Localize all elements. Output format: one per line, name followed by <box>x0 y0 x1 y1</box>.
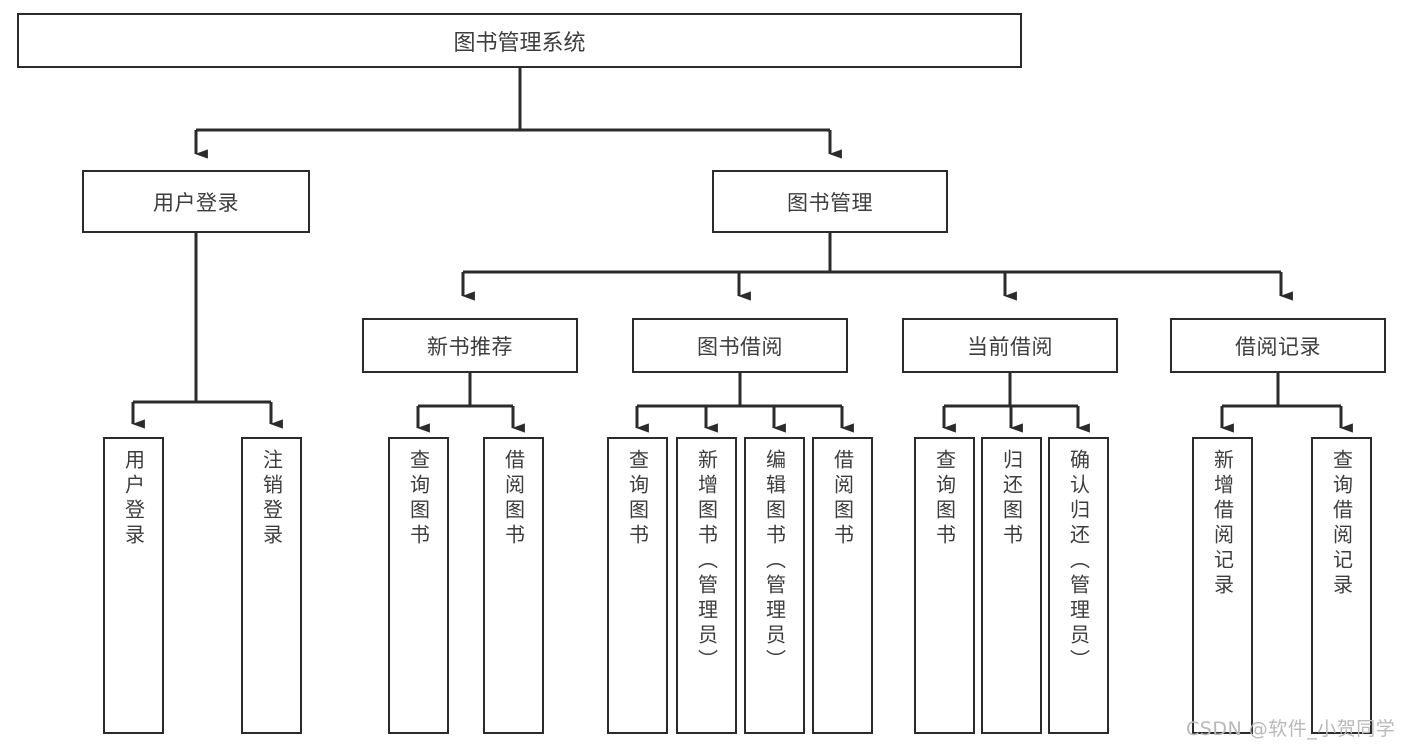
node-label: 借阅图书 <box>501 449 526 549</box>
leaf-current-query-book[interactable]: 查询图书 <box>914 437 975 734</box>
node-current-borrow[interactable]: 当前借阅 <box>902 318 1118 373</box>
leaf-user-login-logout[interactable]: 注销登录 <box>241 437 302 734</box>
node-label: 新增图书（管理员） <box>694 449 719 674</box>
leaf-borrow-query-book[interactable]: 查询图书 <box>607 437 668 734</box>
node-label: 查询图书 <box>625 449 650 549</box>
leaf-current-confirm-return-admin[interactable]: 确认归还（管理员） <box>1048 437 1109 734</box>
node-borrow-record[interactable]: 借阅记录 <box>1170 318 1386 373</box>
node-label: 图书管理 <box>787 190 873 215</box>
node-label: 编辑图书（管理员） <box>762 449 787 674</box>
node-book-management[interactable]: 图书管理 <box>712 170 948 233</box>
node-new-book-recommend[interactable]: 新书推荐 <box>362 318 578 373</box>
node-label: 查询图书 <box>932 449 957 549</box>
node-label: 图书借阅 <box>697 334 783 359</box>
leaf-borrow-borrow-book[interactable]: 借阅图书 <box>812 437 873 734</box>
node-label: 用户登录 <box>153 190 239 215</box>
csdn-watermark: CSDN @软件_小贺同学 <box>1186 718 1396 740</box>
leaf-recommend-borrow-book[interactable]: 借阅图书 <box>483 437 544 734</box>
node-label: 查询借阅记录 <box>1329 449 1354 599</box>
leaf-record-add-record[interactable]: 新增借阅记录 <box>1192 437 1253 734</box>
node-user-login[interactable]: 用户登录 <box>82 170 310 233</box>
leaf-current-return-book[interactable]: 归还图书 <box>981 437 1042 734</box>
node-label: 当前借阅 <box>967 334 1053 359</box>
node-label: 确认归还（管理员） <box>1066 449 1091 674</box>
node-book-borrow[interactable]: 图书借阅 <box>632 318 848 373</box>
node-label: 新书推荐 <box>427 334 513 359</box>
node-label: 归还图书 <box>999 449 1024 549</box>
node-label: 借阅记录 <box>1235 334 1321 359</box>
node-label: 注销登录 <box>259 449 284 549</box>
node-label: 图书管理系统 <box>453 30 586 56</box>
node-label: 用户登录 <box>121 449 146 549</box>
leaf-user-login-login[interactable]: 用户登录 <box>103 437 164 734</box>
node-label: 查询图书 <box>406 449 431 549</box>
node-label: 借阅图书 <box>830 449 855 549</box>
leaf-borrow-edit-book-admin[interactable]: 编辑图书（管理员） <box>744 437 805 734</box>
leaf-borrow-add-book-admin[interactable]: 新增图书（管理员） <box>676 437 737 734</box>
node-label: 新增借阅记录 <box>1210 449 1235 599</box>
leaf-record-query-record[interactable]: 查询借阅记录 <box>1311 437 1372 734</box>
leaf-recommend-query-book[interactable]: 查询图书 <box>388 437 449 734</box>
node-root-system[interactable]: 图书管理系统 <box>17 13 1022 68</box>
